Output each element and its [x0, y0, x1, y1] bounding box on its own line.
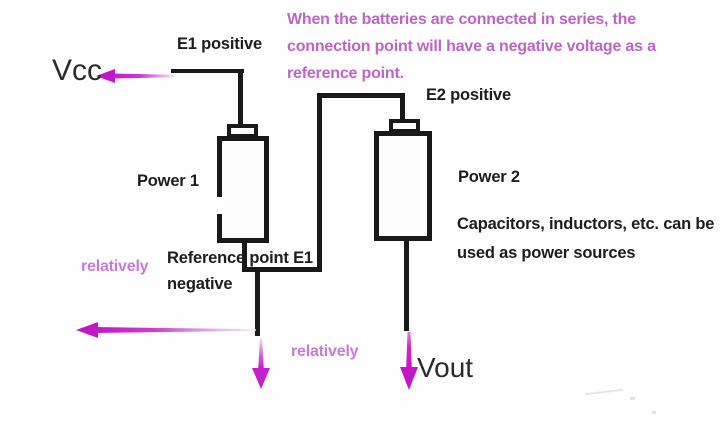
annotation-line-1: When the batteries are connected in seri… [287, 11, 636, 28]
ground-arrow-left-icon [76, 322, 256, 338]
relatively-label-right: relatively [291, 343, 359, 360]
series-connection-annotation: When the batteries are connected in seri… [287, 6, 656, 87]
wire-junction-riser [317, 93, 322, 272]
vout-label: Vout [417, 352, 474, 383]
wire-battery1-bottom [242, 241, 247, 272]
wire-vcc-horizontal [171, 69, 244, 73]
e1-positive-label: E1 positive [177, 35, 262, 53]
wire-e2-top-vertical [400, 93, 405, 121]
battery1-body [217, 136, 269, 243]
annotation-line-3: reference point. [287, 65, 404, 82]
wire-reference-down [255, 271, 260, 336]
power1-label: Power 1 [137, 172, 199, 190]
relatively-label-left: relatively [81, 258, 149, 275]
vout-arrow-down-icon [400, 332, 418, 390]
power2-label: Power 2 [458, 168, 520, 186]
battery2-body [374, 131, 432, 241]
e2-positive-label: E2 positive [426, 86, 511, 104]
scan-artifact [585, 388, 623, 396]
reference-arrow-down-icon [252, 339, 270, 389]
scan-artifact [630, 397, 635, 400]
vcc-label: Vcc [52, 54, 103, 87]
reference-point-label-line1: Reference point E1 [167, 249, 313, 267]
wire-e1-top-vertical [238, 69, 243, 126]
reference-point-label-line2: negative [167, 275, 233, 293]
power-sources-note-line2: used as power sources [457, 244, 636, 262]
power-sources-note-line1: Capacitors, inductors, etc. can be [457, 215, 715, 233]
battery1-left-gap [214, 197, 224, 214]
wire-e2-horizontal [317, 93, 405, 98]
scan-artifact [652, 411, 656, 414]
vcc-arrow-left-icon [96, 69, 174, 83]
annotation-line-2: connection point will have a negative vo… [287, 38, 656, 55]
wire-junction-horizontal [242, 267, 322, 272]
wire-battery2-bottom [404, 239, 409, 331]
